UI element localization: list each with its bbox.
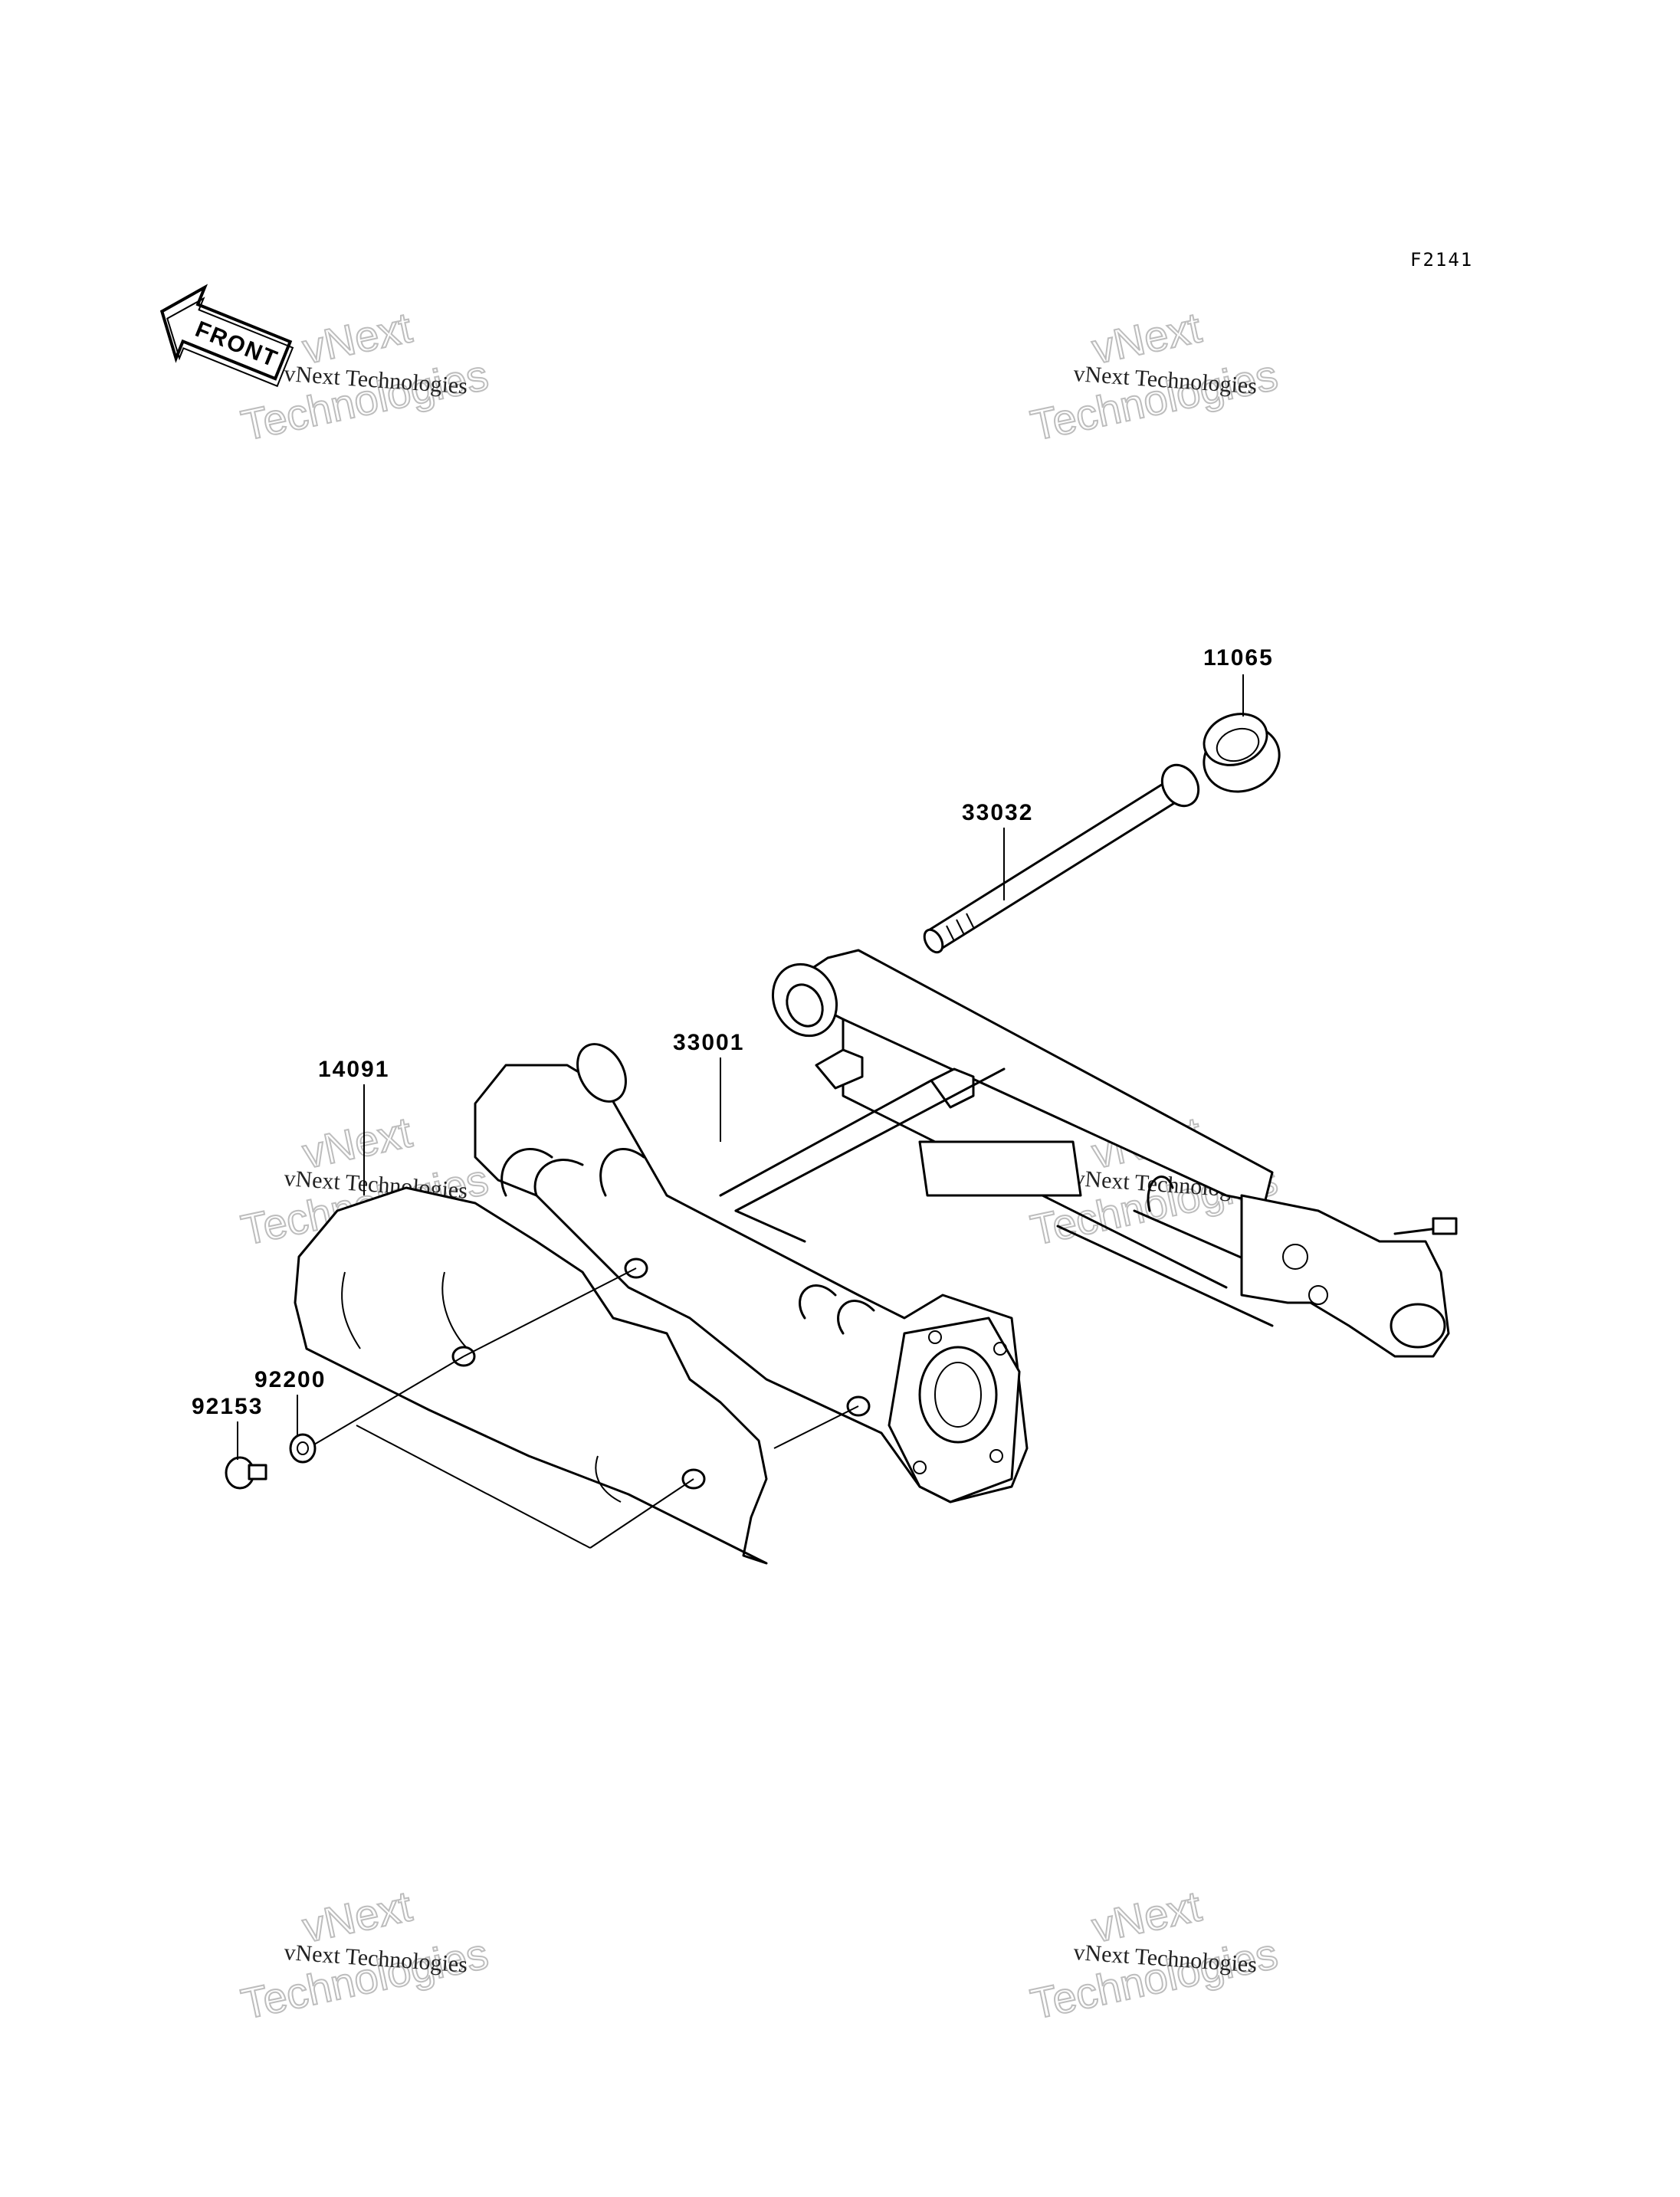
part-number-11065[interactable]: 11065 <box>1203 645 1274 671</box>
watermark-big-2: Technologies <box>1026 1929 1281 2028</box>
pivot-shaft-drawing <box>923 763 1200 954</box>
part-number-92200[interactable]: 92200 <box>254 1367 326 1392</box>
watermark-bottom-left: vNext Technologies vNext Technologies <box>236 1881 493 2028</box>
part-number-33001[interactable]: 33001 <box>673 1030 744 1055</box>
part-number-14091[interactable]: 14091 <box>318 1057 389 1082</box>
watermark-big-2: Technologies <box>1026 350 1281 450</box>
watermark-big-2: Technologies <box>237 1929 492 2028</box>
bolt-drawing <box>225 1456 267 1490</box>
watermark-top-right: vNext Technologies vNext Technologies <box>1025 302 1282 450</box>
watermark-bottom-right: vNext Technologies vNext Technologies <box>1025 1881 1282 2028</box>
swingarm-drawing <box>474 949 1458 1503</box>
leader-lines <box>237 674 1244 1549</box>
figure-code: F2141 <box>1410 249 1473 271</box>
part-number-33032[interactable]: 33032 <box>962 800 1033 825</box>
front-arrow-icon: FRONT <box>159 284 294 388</box>
part-number-92153[interactable]: 92153 <box>192 1394 263 1419</box>
chain-cover-drawing <box>294 1186 768 1565</box>
cap-drawing <box>1203 713 1281 793</box>
washer-drawing <box>289 1433 317 1464</box>
